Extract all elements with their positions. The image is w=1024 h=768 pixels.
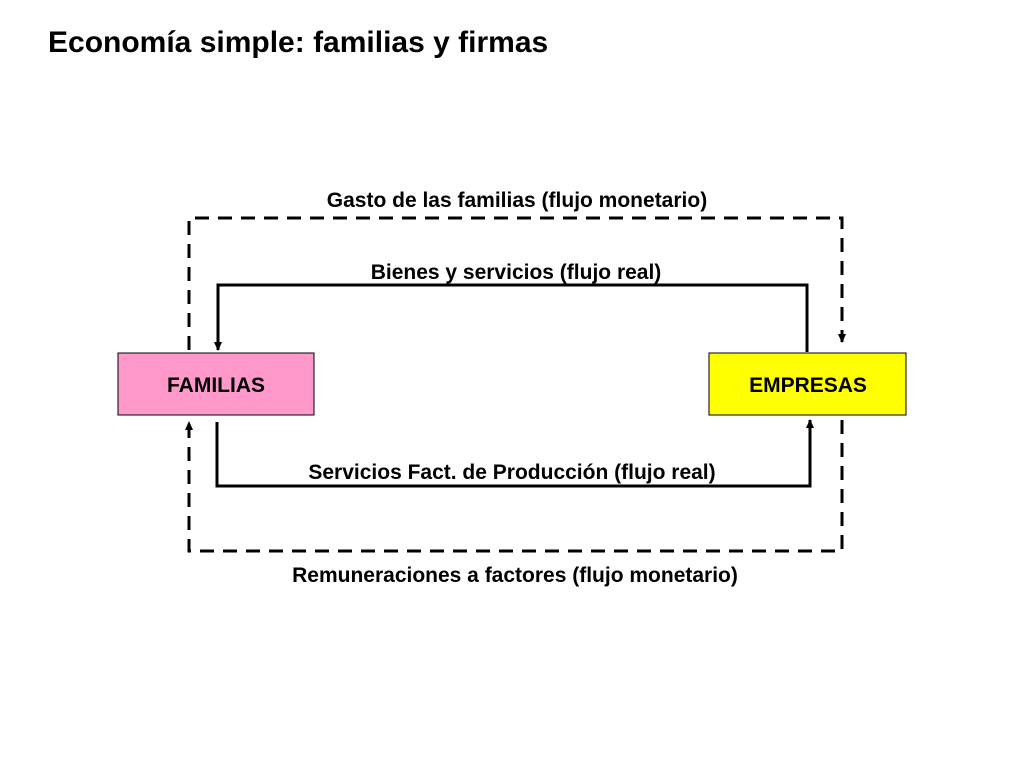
- households-box: [117, 352, 315, 416]
- household-spending-label: Gasto de las familias (flujo monetario): [327, 189, 707, 212]
- slide-title: Economía simple: familias y firmas: [48, 26, 549, 59]
- households-node: FAMILIAS: [117, 352, 315, 416]
- firms-label: EMPRESAS: [749, 374, 867, 397]
- goods-services-arrow: [214, 283, 809, 352]
- factor-services-arrow: [215, 419, 814, 488]
- goods-services-label: Bienes y servicios (flujo real): [371, 261, 662, 284]
- households-label: FAMILIAS: [167, 374, 265, 397]
- firms-box: [708, 352, 907, 416]
- firms-node: EMPRESAS: [708, 352, 907, 416]
- factor-payments-label: Remuneraciones a factores (flujo monetar…: [292, 564, 738, 587]
- factor-services-label: Servicios Fact. de Producción (flujo rea…: [308, 461, 715, 484]
